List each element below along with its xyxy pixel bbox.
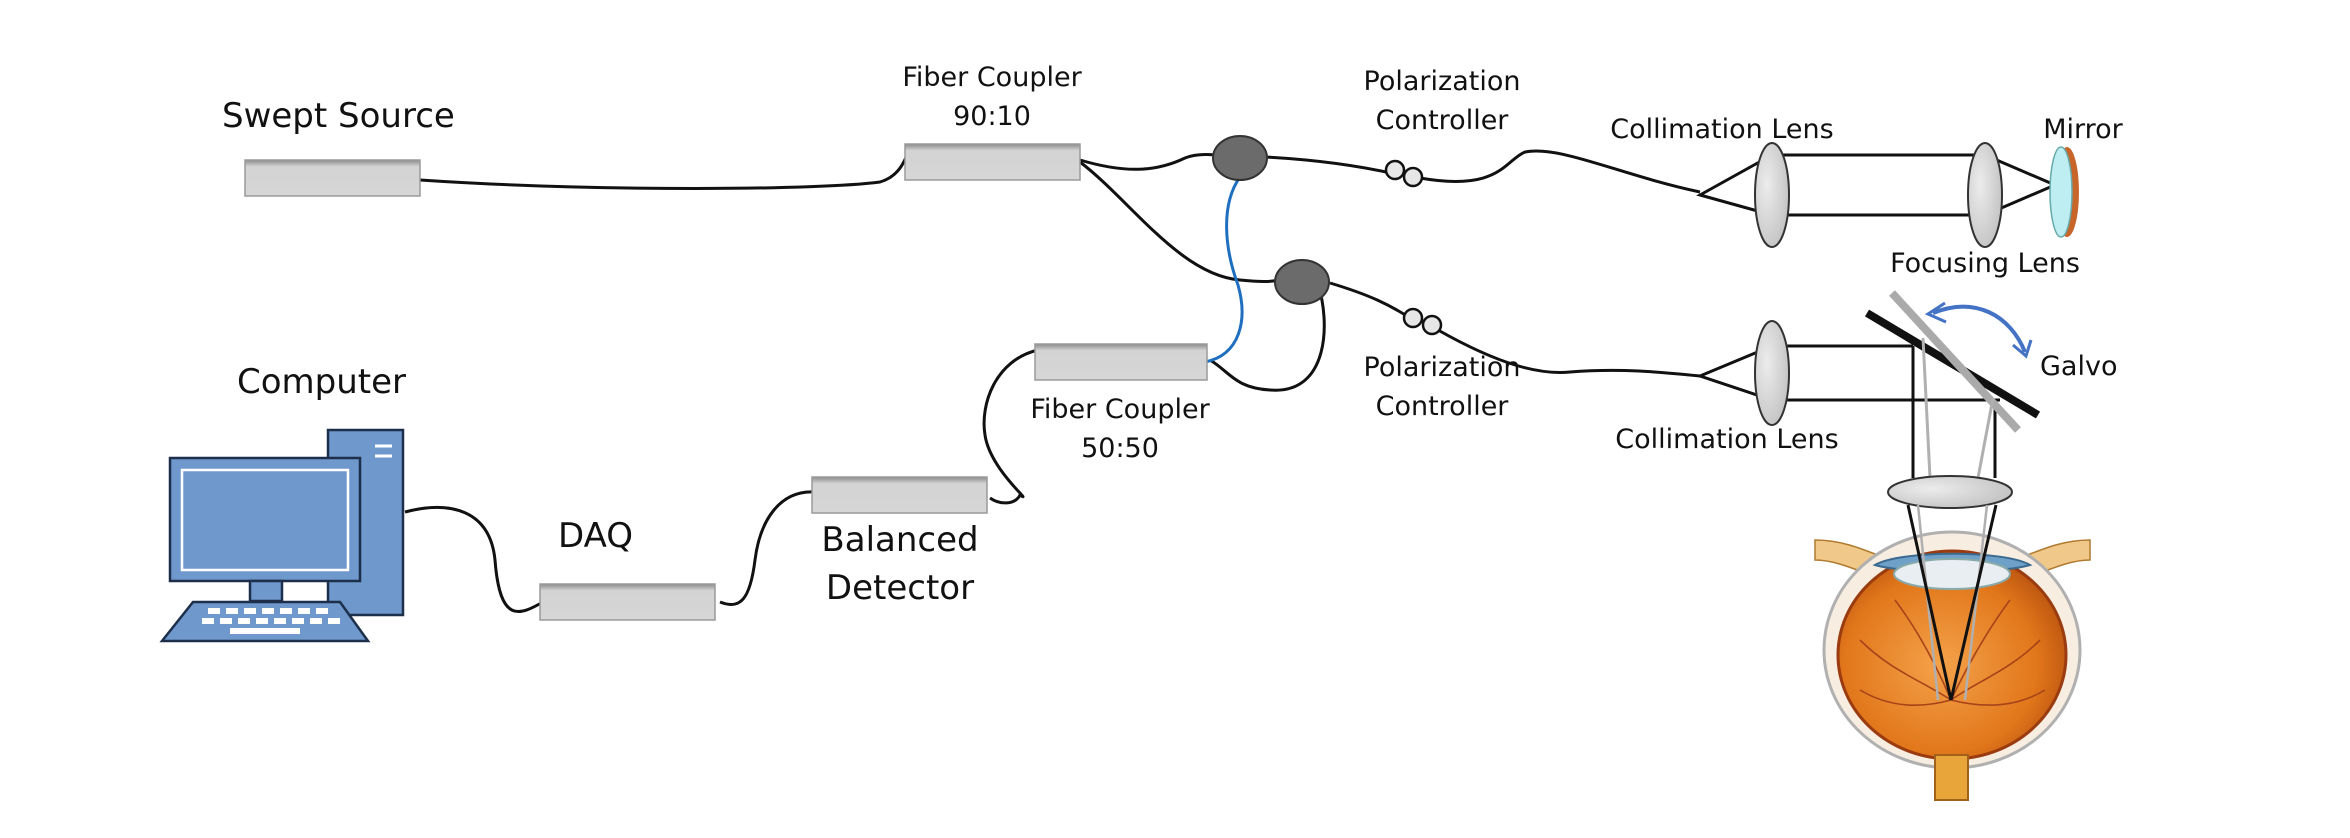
daq-box — [539, 583, 716, 621]
fiber-coupler-to-circulator-top — [1079, 152, 1216, 171]
fiber-source-to-coupler — [419, 147, 912, 190]
fiber-circulator-bottom-to-coupler5050 — [1209, 284, 1326, 392]
scan-beams-gray — [1921, 337, 1995, 479]
label-balanced-detector-line1: Balanced — [821, 520, 979, 560]
label-fiber-coupler-9010: Fiber Coupler 90:10 — [902, 58, 1081, 136]
computer-icon — [159, 428, 405, 643]
label-swept-source: Swept Source — [222, 96, 455, 136]
collimation-lens-top — [1754, 142, 1790, 248]
circulator-top — [1212, 135, 1268, 181]
fiber-circulator-to-pc-top — [1264, 155, 1396, 176]
polarization-controller-top — [1384, 159, 1424, 188]
fiber-circulator-to-pc-bottom — [1329, 281, 1411, 320]
label-mirror: Mirror — [2043, 114, 2123, 145]
fiber-pc-to-collimator-bottom — [1437, 328, 1701, 378]
label-balanced-detector-line2: Detector — [825, 568, 975, 608]
fiber-pc-to-collimator-top — [1419, 149, 1701, 194]
label-polarization-controller-bottom: Polarization Controller — [1364, 348, 1521, 426]
label-polarization-controller-top: Polarization Controller — [1364, 62, 1521, 140]
cable-daq-to-computer — [404, 505, 544, 614]
circulator-bottom — [1274, 259, 1330, 305]
label-pc-bottom-line2: Controller — [1375, 391, 1509, 422]
label-focusing-lens: Focusing Lens — [1890, 248, 2080, 279]
swept-source-box — [244, 159, 421, 197]
label-collimation-lens-top: Collimation Lens — [1610, 114, 1834, 145]
fiber-coupler-to-circulator-bottom — [1079, 160, 1281, 283]
mirror — [2049, 146, 2079, 238]
label-pc-top-line2: Controller — [1375, 105, 1509, 136]
focusing-lens — [1967, 142, 2003, 248]
label-balanced-detector: Balanced Detector — [821, 516, 978, 612]
collimation-lens-bottom — [1754, 320, 1790, 426]
reference-fiber-blue — [1204, 176, 1244, 364]
label-pc-top-line1: Polarization — [1363, 66, 1521, 97]
scan-lens — [1887, 475, 2013, 509]
label-galvo: Galvo — [2040, 351, 2118, 382]
balanced-detector-box — [811, 476, 988, 514]
label-fiber-coupler-5050-line2: 50:50 — [1081, 433, 1159, 464]
fiber-lines — [404, 147, 1701, 614]
label-daq: DAQ — [558, 516, 634, 556]
fiber-coupler-5050-box — [1034, 343, 1208, 381]
label-collimation-lens-bottom: Collimation Lens — [1615, 424, 1839, 455]
fiber-coupler5050-to-detector — [982, 348, 1039, 505]
label-fiber-coupler-9010-line1: Fiber Coupler — [902, 62, 1082, 93]
label-fiber-coupler-9010-line2: 90:10 — [953, 101, 1031, 132]
label-fiber-coupler-5050: Fiber Coupler 50:50 — [1030, 390, 1209, 468]
polarization-controller-bottom — [1402, 307, 1443, 336]
eye-illustration — [1814, 504, 2091, 801]
fiber-coupler-9010-box — [904, 143, 1081, 181]
label-pc-bottom-line1: Polarization — [1363, 352, 1521, 383]
galvo-rotation-arrow-icon — [1924, 301, 2033, 359]
fiber-detector-to-daq — [719, 490, 816, 607]
label-fiber-coupler-5050-line1: Fiber Coupler — [1030, 394, 1210, 425]
galvo-mirror-gray — [1889, 290, 2021, 433]
label-computer: Computer — [237, 362, 407, 402]
